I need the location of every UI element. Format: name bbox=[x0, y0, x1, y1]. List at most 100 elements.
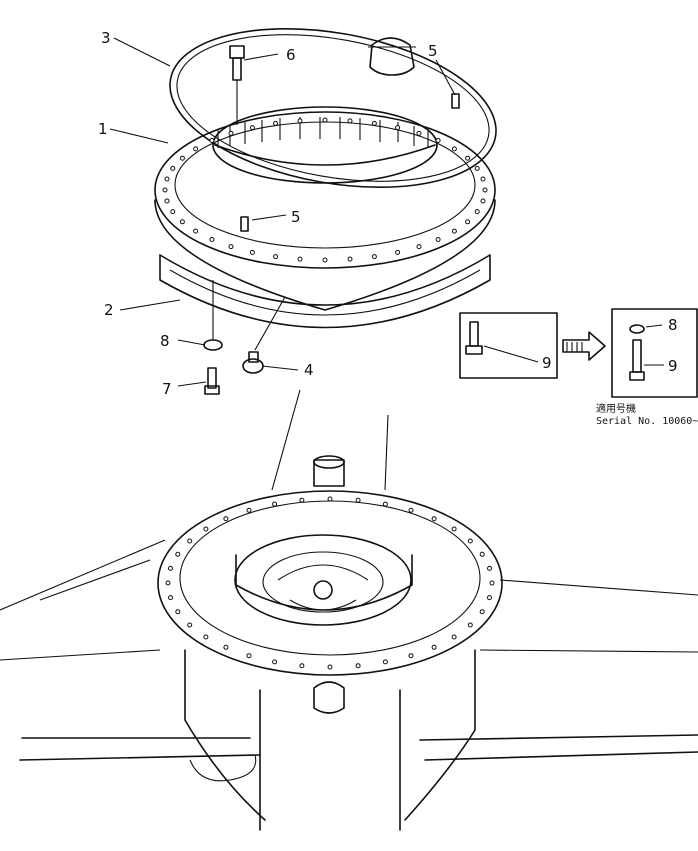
cap-part bbox=[369, 37, 415, 76]
bolt-hole bbox=[179, 155, 185, 161]
bolt-hole bbox=[451, 526, 457, 532]
bolt-hole bbox=[322, 257, 328, 263]
cover-ring bbox=[169, 27, 497, 189]
bolt-hole bbox=[371, 254, 377, 260]
bolt-hole bbox=[467, 538, 473, 544]
bolt-hole bbox=[164, 176, 170, 182]
callout-8-inset-new: 8 bbox=[668, 316, 678, 334]
callout-8: 8 bbox=[160, 332, 170, 350]
callout-7: 7 bbox=[162, 380, 172, 398]
bolt-hole bbox=[479, 551, 485, 557]
callout-5-lower: 5 bbox=[291, 208, 301, 226]
bolt-6 bbox=[229, 45, 245, 125]
bolt-hole bbox=[246, 653, 252, 659]
bolt-hole bbox=[451, 146, 457, 152]
bolt-hole bbox=[487, 565, 492, 571]
bolt-hole bbox=[416, 244, 422, 250]
bolt-hole bbox=[168, 565, 173, 571]
bolt-hole bbox=[480, 198, 486, 204]
bolt-hole bbox=[297, 118, 303, 124]
bolt-hole bbox=[487, 595, 492, 601]
bolt-hole bbox=[164, 198, 170, 204]
bolt-hole bbox=[203, 526, 209, 532]
bolt-hole bbox=[327, 664, 333, 670]
bolt-hole bbox=[170, 165, 176, 171]
bolt-hole bbox=[371, 120, 377, 126]
bolt-hole bbox=[299, 663, 305, 669]
bolt-hole bbox=[249, 249, 255, 255]
bolt-hole bbox=[474, 209, 480, 215]
bolt-hole bbox=[165, 580, 171, 586]
bolt-hole bbox=[347, 256, 353, 262]
bolt-hole bbox=[209, 237, 215, 242]
leader-lines bbox=[109, 37, 456, 387]
bolt-7 bbox=[204, 367, 220, 395]
pin-5-upper bbox=[451, 93, 460, 109]
bolt-hole bbox=[179, 219, 185, 225]
revolving-frame bbox=[0, 389, 698, 831]
callout-2: 2 bbox=[104, 301, 114, 319]
bolt-hole bbox=[489, 580, 495, 586]
bolt-hole bbox=[249, 125, 255, 131]
bolt-hole bbox=[467, 622, 473, 628]
callout-6: 6 bbox=[286, 46, 296, 64]
bolt-hole bbox=[451, 228, 457, 234]
inset-box-new bbox=[611, 308, 698, 398]
bolt-hole bbox=[246, 507, 252, 513]
callout-9-inset-new: 9 bbox=[668, 357, 678, 375]
callout-4: 4 bbox=[304, 361, 314, 379]
swing-circle bbox=[154, 106, 496, 670]
callout-5-upper: 5 bbox=[428, 42, 438, 60]
bolt-hole bbox=[431, 644, 437, 650]
bolt-hole bbox=[168, 595, 173, 601]
bolt-hole bbox=[209, 138, 215, 143]
inset-box-old bbox=[459, 312, 558, 379]
bolt-hole bbox=[435, 138, 441, 143]
bolt-hole bbox=[408, 653, 414, 659]
callout-1: 1 bbox=[98, 120, 108, 138]
bolt-hole bbox=[416, 130, 422, 136]
bolt-hole bbox=[228, 130, 234, 136]
bolt-hole bbox=[395, 249, 401, 255]
bolt-hole bbox=[175, 609, 181, 615]
bolt-hole bbox=[162, 187, 168, 193]
bolt-hole bbox=[272, 501, 278, 507]
bolt-hole bbox=[327, 496, 333, 502]
bolt-hole bbox=[297, 256, 303, 262]
bolt-hole bbox=[395, 125, 401, 131]
bolt-hole bbox=[273, 254, 279, 260]
bolt-hole bbox=[451, 634, 457, 640]
bolt-hole bbox=[408, 507, 414, 513]
bolt-hole bbox=[175, 551, 181, 557]
bolt-hole bbox=[382, 659, 388, 665]
bolt-hole bbox=[193, 146, 199, 152]
bolt-hole bbox=[382, 501, 388, 507]
bolt-hole bbox=[187, 538, 193, 544]
bolt-hole bbox=[431, 516, 437, 522]
pin-5-lower bbox=[240, 216, 249, 232]
bolt-hole bbox=[193, 228, 199, 234]
serial-note-jp: 適用号機 bbox=[596, 402, 636, 415]
bolt-hole bbox=[273, 120, 279, 126]
bolt-hole bbox=[203, 634, 209, 640]
bolt-hole bbox=[355, 663, 361, 669]
bolt-hole bbox=[435, 237, 441, 242]
bolt-hole bbox=[474, 165, 480, 171]
bolt-hole bbox=[170, 209, 176, 215]
bolt-hole bbox=[347, 118, 353, 124]
bolt-hole bbox=[223, 644, 229, 650]
bolt-hole bbox=[482, 187, 488, 193]
bolt-hole bbox=[480, 176, 486, 182]
callout-9-inset-old: 9 bbox=[542, 354, 552, 372]
bolt-hole bbox=[479, 609, 485, 615]
bolt-hole bbox=[223, 516, 229, 522]
washer-8 bbox=[203, 339, 223, 351]
bolt-hole bbox=[272, 659, 278, 665]
arrow bbox=[562, 331, 606, 361]
serial-note-en: Serial No. 10060~ bbox=[596, 416, 698, 427]
callout-3: 3 bbox=[101, 29, 111, 47]
bolt-hole bbox=[187, 622, 193, 628]
bolt-hole bbox=[228, 244, 234, 250]
